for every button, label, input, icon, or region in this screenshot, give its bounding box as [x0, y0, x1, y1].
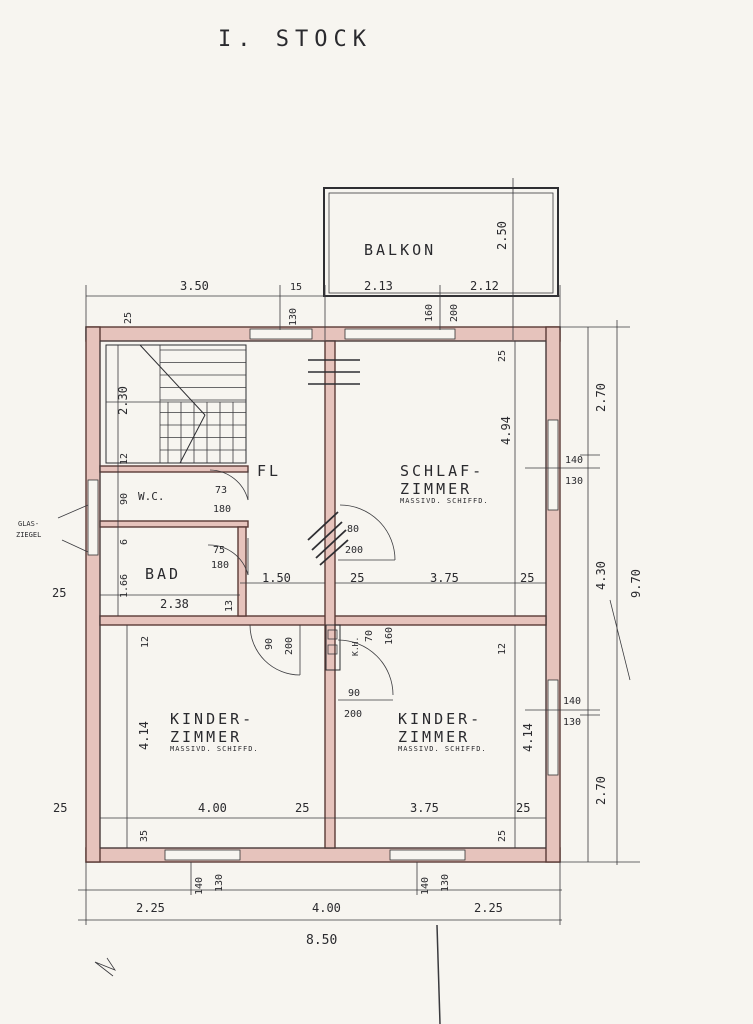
dim-balcony-depth: 2.50 [495, 221, 509, 250]
dim-schlaf-25-top: 25 [497, 350, 508, 362]
dim-kl-12: 12 [140, 636, 151, 648]
dim-kl-width: 4.00 [198, 801, 227, 815]
dim-bad-6: 6 [119, 539, 130, 545]
dim-schlaf-door-200: 200 [345, 545, 363, 556]
dim-win-b1-b: 130 [214, 874, 225, 892]
dim-kamin-70: 70 [364, 630, 375, 642]
room-label-schlaf-2: ZIMMER [400, 480, 472, 498]
corridor-marks [307, 359, 360, 566]
dim-bot-mid: 4.00 [312, 901, 341, 915]
dim-kr-12: 12 [497, 643, 508, 655]
dim-bad-13: 13 [224, 600, 235, 612]
dim-kr-door-200: 200 [344, 709, 362, 720]
dim-wall-25-tl: 25 [123, 312, 134, 324]
dim-schlaf-height: 4.94 [499, 416, 513, 445]
room-label-kinder-left-sub: MASSIVD. SCHIFFD. [170, 745, 259, 753]
dim-kr-height: 4.14 [521, 723, 535, 752]
dim-bot-25-m: 25 [295, 801, 309, 815]
room-label-kinder-left-1: KINDER- [170, 710, 254, 728]
side-note-line-1: GLAS- [18, 520, 39, 528]
dim-kr-width: 3.75 [410, 801, 439, 815]
dim-top-right: 2.12 [470, 279, 499, 293]
dim-win-r2-a: 140 [563, 696, 581, 707]
dim-win-top-a: 160 [424, 304, 435, 322]
dim-bad-door-180: 180 [211, 560, 229, 571]
chimney-label: K.H. [351, 637, 360, 656]
wall-inner-lines [99, 340, 547, 849]
dim-wc-90: 90 [119, 493, 130, 505]
room-label-schlaf-sub: MASSIVD. SCHIFFD. [400, 497, 489, 505]
room-label-wc: W.C. [138, 490, 165, 503]
room-label-bad: BAD [145, 565, 181, 583]
room-label-kinder-right-2: ZIMMER [398, 728, 470, 746]
dim-wc-door-73: 73 [215, 485, 227, 496]
room-label-kinder-right-sub: MASSIVD. SCHIFFD. [398, 745, 487, 753]
dim-kamin-160: 160 [384, 627, 395, 645]
dim-stair-len: 2.30 [116, 386, 130, 415]
dim-wall-25-bad: 25 [52, 586, 66, 600]
dim-schlaf-door-80: 80 [347, 524, 359, 535]
dim-bad-166: 1.66 [119, 574, 130, 598]
dim-top-wall: 15 [290, 282, 302, 293]
dim-kl-door-200: 200 [284, 637, 295, 655]
side-note-line-2: ZIEGEL [16, 531, 41, 539]
dim-bot-25-l: 25 [53, 801, 67, 815]
dim-schlaf-25-l: 25 [350, 571, 364, 585]
chimney: K.H. [325, 624, 360, 671]
dim-win-r1-a: 140 [565, 455, 583, 466]
dim-bot-right: 2.25 [474, 901, 503, 915]
dimension-labels: 3.50 15 2.13 2.12 2.50 130 160 200 25 2.… [52, 221, 643, 948]
room-label-balkon: BALKON [364, 241, 436, 259]
dim-bot-left: 2.25 [136, 901, 165, 915]
dim-bad-width: 2.38 [160, 597, 189, 611]
dim-kr-25: 25 [497, 830, 508, 842]
staircase [105, 344, 247, 464]
dim-win-b2-a: 140 [420, 877, 431, 895]
dimension-lines [78, 178, 640, 1024]
room-label-kinder-left-2: ZIMMER [170, 728, 242, 746]
room-label-kinder-right-1: KINDER- [398, 710, 482, 728]
side-note: GLAS- ZIEGEL [16, 504, 89, 553]
dim-kr-door-90: 90 [348, 688, 360, 699]
dim-schlaf-25-r: 25 [520, 571, 534, 585]
dim-schlaf-width: 3.75 [430, 571, 459, 585]
dim-top-left: 3.50 [180, 279, 209, 293]
windows [87, 328, 559, 861]
room-label-flur: FL [257, 462, 281, 480]
dim-win-b2-b: 130 [440, 874, 451, 892]
dim-kl-35: 35 [139, 830, 150, 842]
dim-right-270-bot: 2.70 [594, 776, 608, 805]
room-label-schlaf-1: SCHLAF- [400, 462, 484, 480]
dim-win-r2-b: 130 [563, 717, 581, 728]
dim-wc-door-180: 180 [213, 504, 231, 515]
dim-bad-door-75: 75 [213, 545, 225, 556]
plan-title: I. STOCK [218, 27, 372, 52]
dim-right-430: 4.30 [594, 561, 608, 590]
balcony: BALKON [323, 187, 559, 297]
dim-win-b1-a: 140 [194, 877, 205, 895]
dim-kl-door-90: 90 [264, 638, 275, 650]
dim-right-270-top: 2.70 [594, 383, 608, 412]
dim-right-total: 9.70 [629, 569, 643, 598]
walls [85, 326, 561, 863]
dim-stair-12: 12 [119, 453, 130, 465]
dim-bot-total: 8.50 [306, 933, 337, 948]
doors [207, 469, 396, 701]
dim-bot-25-r: 25 [516, 801, 530, 815]
dim-flur-width: 1.50 [262, 571, 291, 585]
dim-win-r1-b: 130 [565, 476, 583, 487]
dim-kl-height: 4.14 [137, 721, 151, 750]
dim-win-top-b: 200 [449, 304, 460, 322]
room-labels: SCHLAF- ZIMMER MASSIVD. SCHIFFD. KINDER-… [138, 462, 489, 753]
dim-top-mid: 2.13 [364, 279, 393, 293]
dim-window-top-left: 130 [288, 308, 299, 326]
